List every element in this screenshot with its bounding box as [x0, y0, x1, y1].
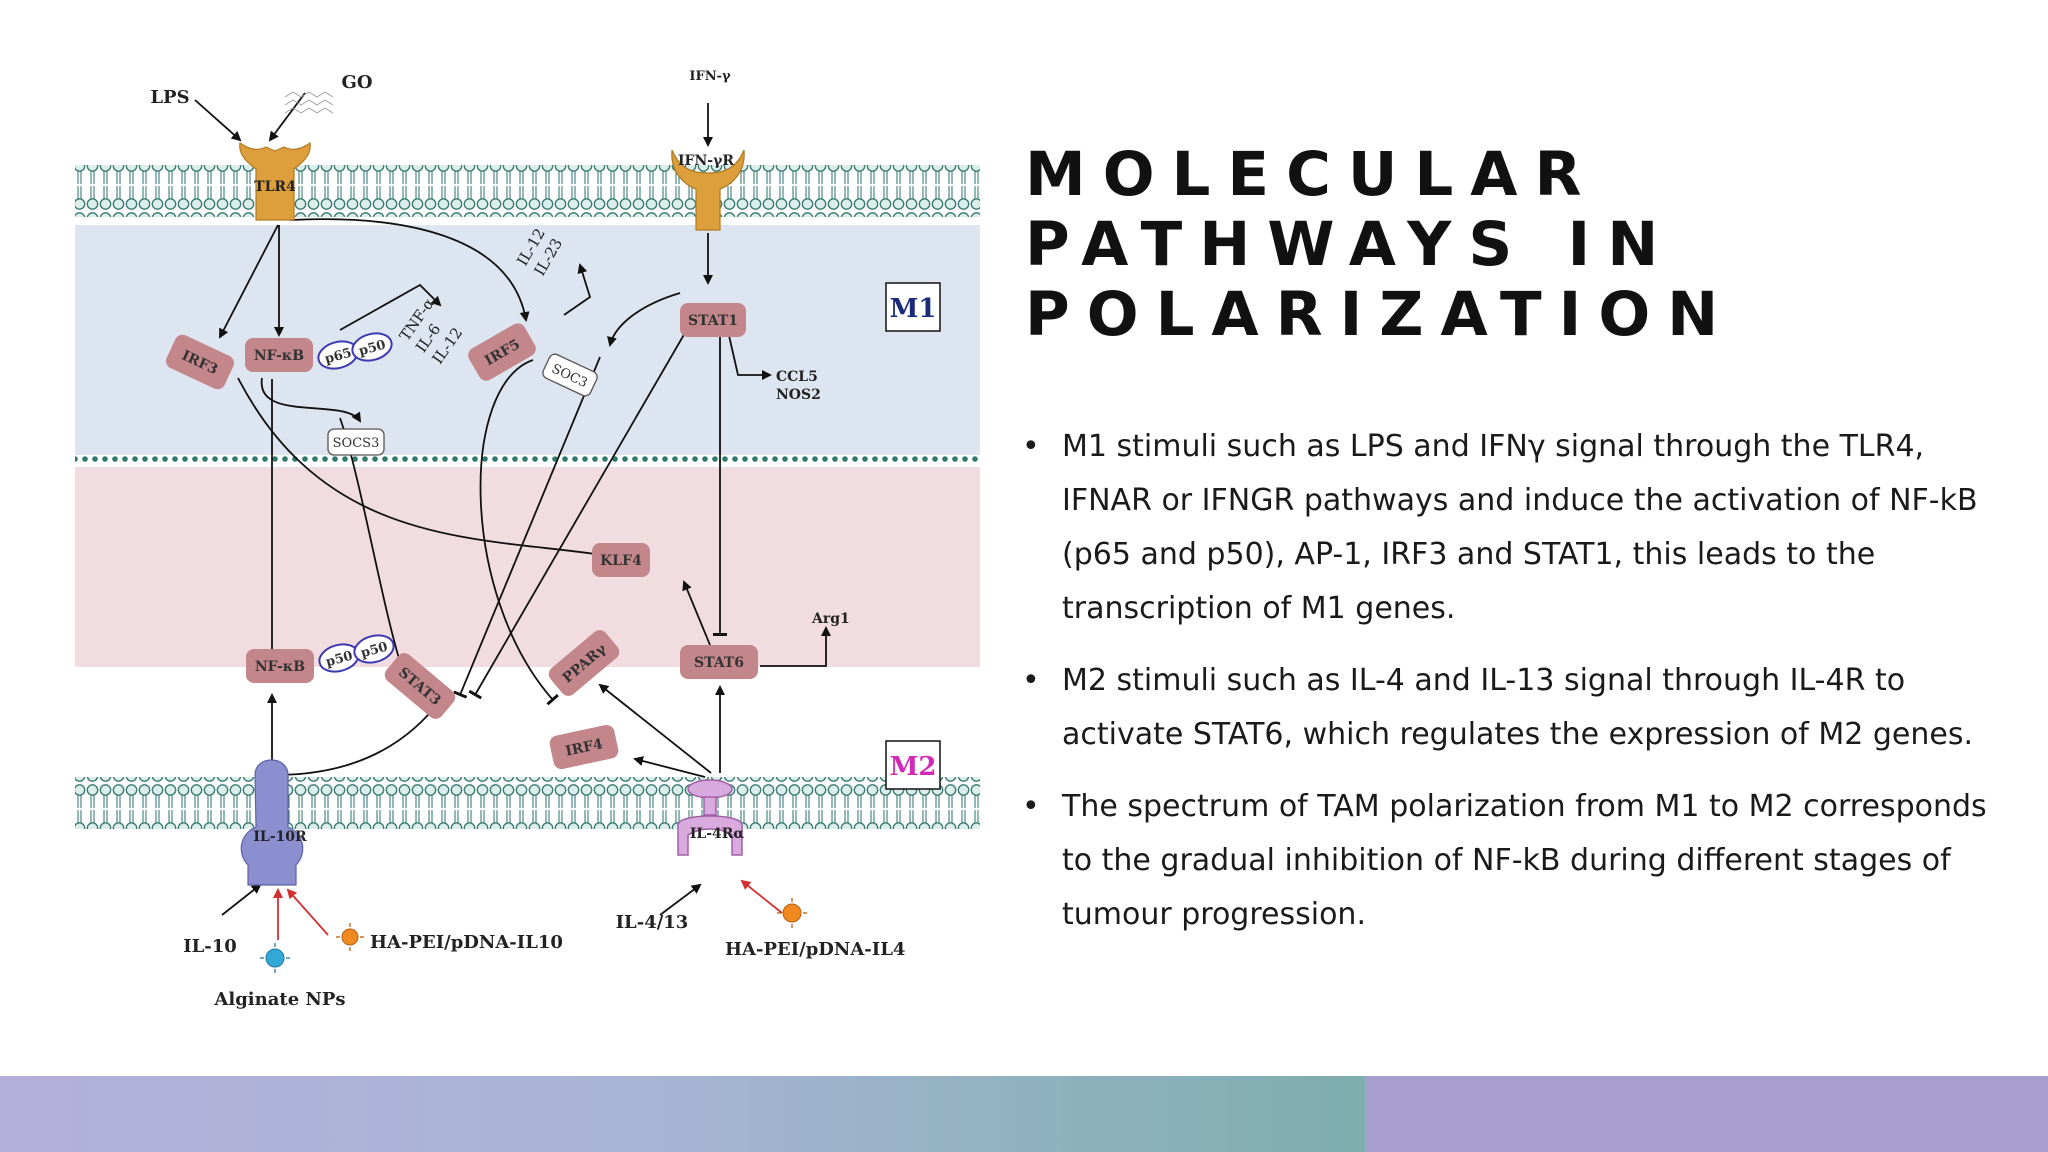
stat1-node: STAT1 — [680, 303, 746, 337]
klf4-node: KLF4 — [592, 543, 650, 577]
go-label: GO — [341, 72, 372, 93]
il10-label: IL-10 — [183, 936, 237, 957]
svg-text:IRF4: IRF4 — [564, 736, 605, 760]
tlr4-receptor — [239, 141, 311, 221]
ifngr-receptor — [671, 149, 745, 231]
membrane-top — [75, 165, 980, 217]
m1-label-box: M1 — [885, 282, 941, 332]
title-line-3: POLARIZATION — [1025, 279, 1736, 350]
pathway-arrows — [194, 92, 831, 916]
stimulus-arrows — [273, 879, 783, 940]
alginate-np-icon — [260, 943, 290, 973]
ifng-label: IFN-γ — [689, 69, 731, 84]
title-line-1: MOLECULAR — [1025, 139, 1599, 210]
svg-text:SOCS3: SOCS3 — [333, 436, 380, 451]
svg-text:NOS2: NOS2 — [776, 387, 821, 403]
il10r-label: IL-10R — [253, 829, 307, 845]
svg-text:STAT1: STAT1 — [688, 313, 738, 329]
alginate-label: Alginate NPs — [213, 989, 345, 1010]
footer-solid-block — [1365, 1076, 2048, 1152]
nfkb-top-node: NF-κB — [245, 338, 313, 372]
footer-gradient-block — [0, 1076, 1365, 1152]
page-title: MOLECULAR PATHWAYS IN POLARIZATION — [1025, 140, 2015, 350]
svg-text:p50: p50 — [359, 640, 389, 662]
ifngr-label: IFN-γR — [678, 153, 734, 169]
irf5-node: IRF5 — [468, 323, 536, 381]
arg1-gene: Arg1 — [811, 611, 850, 627]
ha-pei-il10-np-icon — [336, 923, 364, 951]
bullet-item: M2 stimuli such as IL-4 and IL-13 signal… — [1022, 654, 2012, 762]
socs3-node: SOCS3 — [327, 428, 385, 456]
il413-label: IL-4/13 — [616, 912, 689, 933]
il4ra-receptor — [677, 779, 743, 856]
ha-pei-il4-np-icon — [777, 898, 807, 928]
svg-text:STAT6: STAT6 — [694, 655, 744, 671]
m2-region — [75, 467, 980, 667]
svg-text:p50: p50 — [324, 649, 354, 671]
svg-text:M1: M1 — [890, 294, 937, 324]
tlr4-label: TLR4 — [254, 179, 296, 195]
lps-label: LPS — [150, 87, 189, 108]
svg-text:NF-κB: NF-κB — [255, 659, 305, 675]
membrane-bottom — [75, 777, 980, 829]
ha-pei-il10-label: HA-PEI/pDNA-IL10 — [370, 932, 563, 953]
svg-text:NF-κB: NF-κB — [254, 348, 304, 364]
pathway-diagram: IRF3 NF-κB p65 p50 TNF-α IL-6 IL-12 IRF5… — [75, 69, 980, 1010]
ha-pei-il4-label: HA-PEI/pDNA-IL4 — [725, 939, 905, 960]
p50-p50-complex: p50 p50 — [318, 634, 395, 673]
svg-text:KLF4: KLF4 — [600, 553, 642, 569]
bullet-item: M1 stimuli such as LPS and IFNγ signal t… — [1022, 420, 2012, 636]
bullet-list: M1 stimuli such as LPS and IFNγ signal t… — [1022, 420, 2012, 960]
bullet-item: The spectrum of TAM polarization from M1… — [1022, 780, 2012, 942]
il10r-receptor — [240, 759, 304, 886]
svg-text:p65: p65 — [323, 346, 353, 368]
stat6-node: STAT6 — [680, 645, 758, 679]
irf3-node: IRF3 — [166, 334, 234, 390]
footer-band — [0, 1076, 2048, 1152]
svg-text:CCL5: CCL5 — [776, 369, 818, 385]
p65-p50-top-complex: p65 p50 — [317, 332, 393, 370]
svg-text:M2: M2 — [890, 752, 937, 782]
title-line-2: PATHWAYS IN — [1025, 209, 1676, 280]
nfkb-bottom-node: NF-κB — [246, 649, 314, 683]
go-sheet-icon — [284, 91, 334, 114]
ccl5-nos2-genes: CCL5 NOS2 — [776, 369, 821, 403]
nuclear-divider — [75, 455, 980, 463]
svg-text:p50: p50 — [357, 338, 387, 360]
irf4-node: IRF4 — [549, 724, 619, 770]
il4ra-label: IL-4Rα — [690, 826, 745, 842]
m2-label-box: M2 — [885, 740, 941, 790]
